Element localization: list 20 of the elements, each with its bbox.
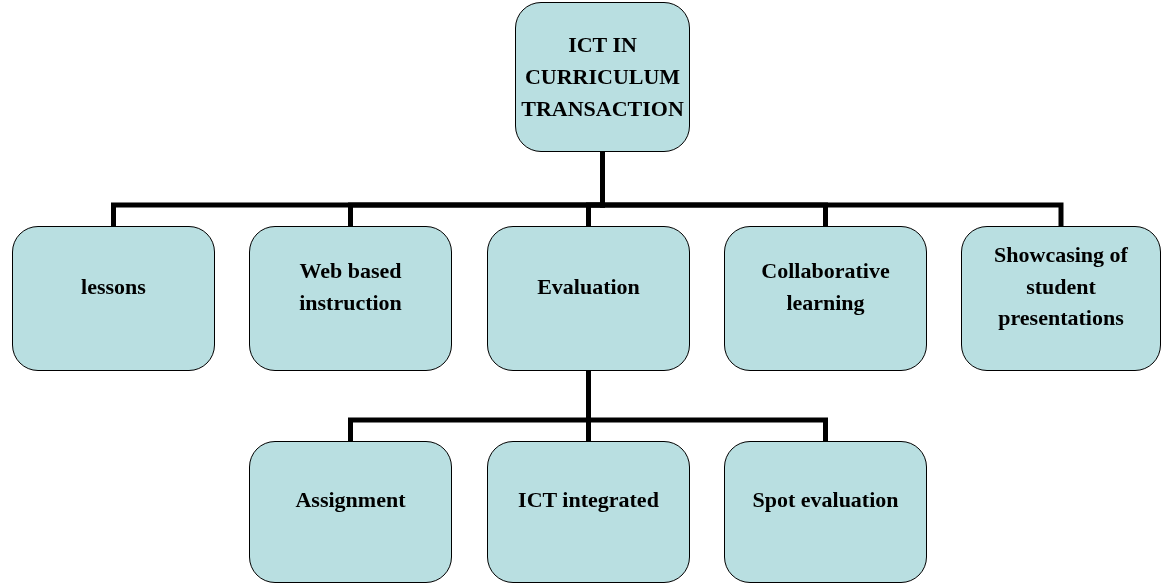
box-label: Spot evaluation xyxy=(752,486,899,515)
rounded-box xyxy=(724,226,927,371)
rounded-box xyxy=(487,226,690,371)
box-label: lessons xyxy=(81,272,146,301)
box-label: Web based instruction xyxy=(298,256,403,317)
rounded-box xyxy=(249,226,452,371)
box-label: Showcasing of student presentations xyxy=(993,240,1129,333)
connector-line xyxy=(586,371,828,441)
connector-line xyxy=(600,152,1064,226)
rounded-box xyxy=(515,2,690,152)
rounded-box xyxy=(724,441,927,583)
box-label: Evaluation xyxy=(537,272,640,301)
box-label: ICT IN CURRICULUM TRANSACTION xyxy=(521,31,684,123)
box-label: Assignment xyxy=(295,486,406,515)
box-label: ICT integrated xyxy=(518,486,659,515)
rounded-box xyxy=(249,441,452,583)
rounded-box xyxy=(961,226,1161,371)
box-label: Collaborative learning xyxy=(760,256,891,317)
rounded-box xyxy=(487,441,690,583)
rounded-box xyxy=(12,226,215,371)
